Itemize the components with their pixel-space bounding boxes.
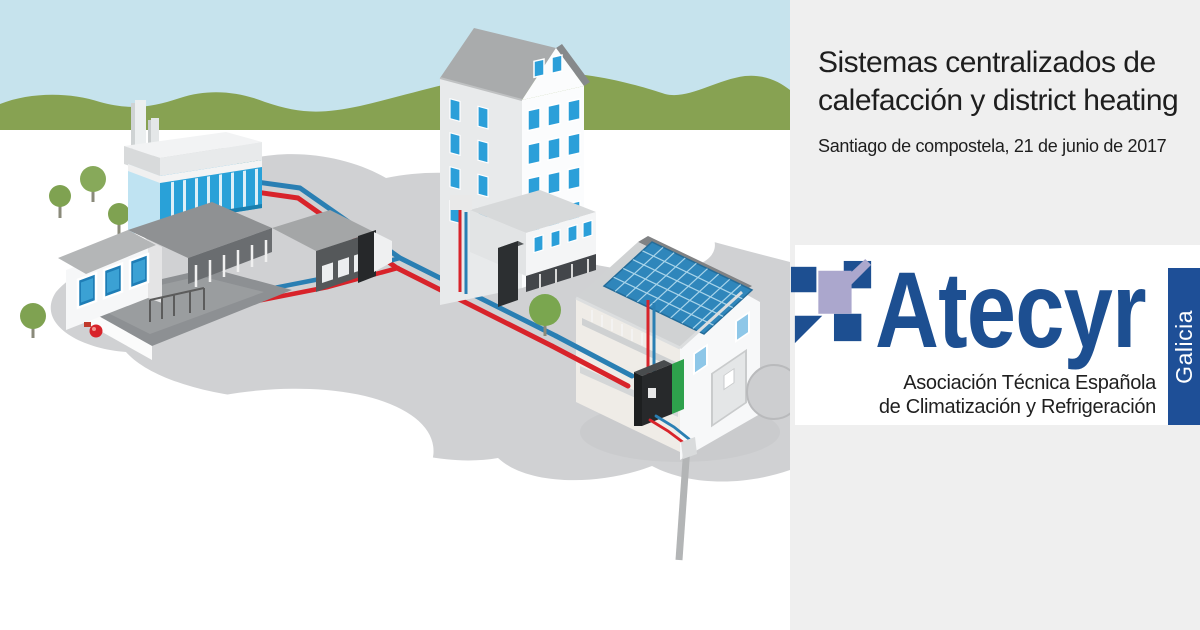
- pipe-connection-house: [549, 333, 635, 389]
- atecyr-logo-mark-icon: [790, 259, 872, 344]
- hills: [0, 71, 790, 132]
- event-title-line2: calefacción y district heating: [818, 84, 1179, 117]
- atecyr-wordmark: Atecyr: [875, 249, 1147, 370]
- event-title-line1: Sistemas centralizados de: [818, 46, 1156, 79]
- tagline-line1: Asociación Técnica Española: [903, 372, 1156, 394]
- playground-ball: [89, 324, 103, 338]
- tagline-line2: de Climatización y Refrigeración: [878, 396, 1156, 418]
- solar-panels: [602, 241, 754, 335]
- atecyr-logo-card: Atecyr Galicia Asociación Técnica Españo…: [790, 245, 1200, 425]
- atecyr-tagline: Asociación Técnica Española de Climatiza…: [879, 371, 1156, 419]
- geothermal-borehole: [648, 414, 697, 561]
- apartment-tower: [439, 28, 596, 307]
- event-title: Sistemas centralizados de calefacción y …: [818, 44, 1188, 120]
- galicia-bar: Galicia: [1168, 268, 1200, 425]
- heat-plant: [124, 100, 262, 236]
- district-heating-illustration: [0, 0, 790, 630]
- galicia-label: Galicia: [1170, 309, 1197, 384]
- school-building: [58, 202, 392, 360]
- info-panel: Sistemas centralizados de calefacción y …: [790, 0, 1200, 630]
- gray-sphere: [746, 364, 790, 420]
- house-substation: [634, 359, 684, 426]
- event-date-location: Santiago de compostela, 21 de junio de 2…: [818, 136, 1167, 156]
